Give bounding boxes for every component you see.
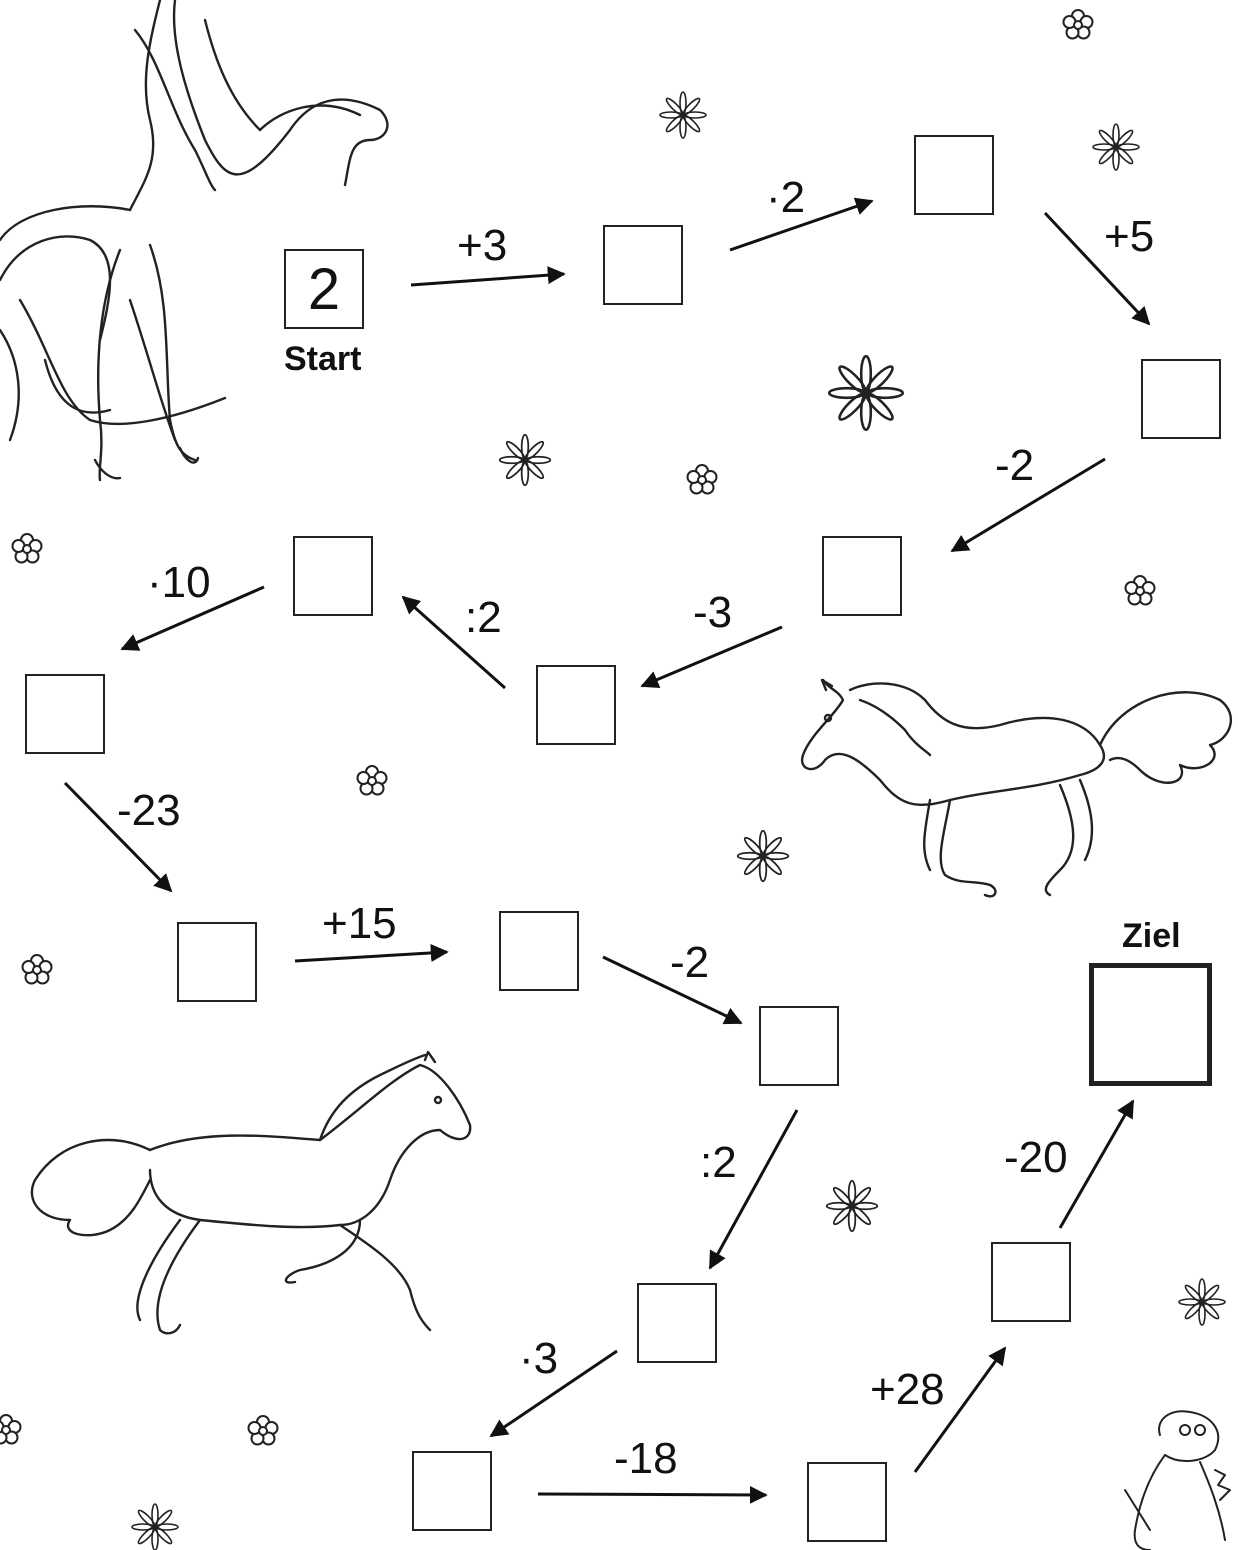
arrow-9 [295,952,447,961]
answer-box-10[interactable] [759,1006,839,1086]
operation-label: +3 [457,221,507,271]
start-box: 2 [284,249,364,329]
operation-label: ·10 [147,558,211,608]
start-value: 2 [286,251,362,327]
answer-box-14[interactable] [991,1242,1071,1322]
answer-box-1[interactable] [603,225,683,305]
galloping-horse-drawing [32,1052,470,1333]
answer-box-2[interactable] [914,135,994,215]
arrow-15 [1060,1101,1133,1228]
running-horse-drawing [802,680,1231,896]
start-label: Start [284,340,361,379]
operation-label: ·2 [766,173,805,223]
answer-box-5[interactable] [536,665,616,745]
operation-label: -20 [1004,1133,1068,1183]
answer-box-13[interactable] [807,1462,887,1542]
operation-label: -18 [614,1434,678,1484]
operation-label: +28 [870,1365,945,1415]
operation-label: -2 [995,441,1034,491]
operation-label: +15 [322,899,397,949]
answer-box-8[interactable] [177,922,257,1002]
arrow-13 [538,1494,766,1495]
arrow-11 [710,1110,797,1268]
operation-label: ·3 [519,1334,558,1384]
arrow-1 [411,274,564,285]
answer-box-7[interactable] [25,674,105,754]
answer-box-4[interactable] [822,536,902,616]
arrow-lines [65,201,1149,1495]
rearing-horse-drawing [0,0,387,480]
operation-label: -23 [117,786,181,836]
operation-label: :2 [465,593,502,643]
operation-label: :2 [700,1138,737,1188]
goal-box[interactable] [1089,963,1212,1086]
goal-label: Ziel [1122,917,1181,956]
dragon-mascot-drawing [1125,1411,1230,1550]
operation-label: +5 [1104,212,1154,262]
operation-label: -2 [670,938,709,988]
answer-box-9[interactable] [499,911,579,991]
answer-box-6[interactable] [293,536,373,616]
answer-box-11[interactable] [637,1283,717,1363]
answer-box-3[interactable] [1141,359,1221,439]
answer-box-12[interactable] [412,1451,492,1531]
operation-label: -3 [693,588,732,638]
